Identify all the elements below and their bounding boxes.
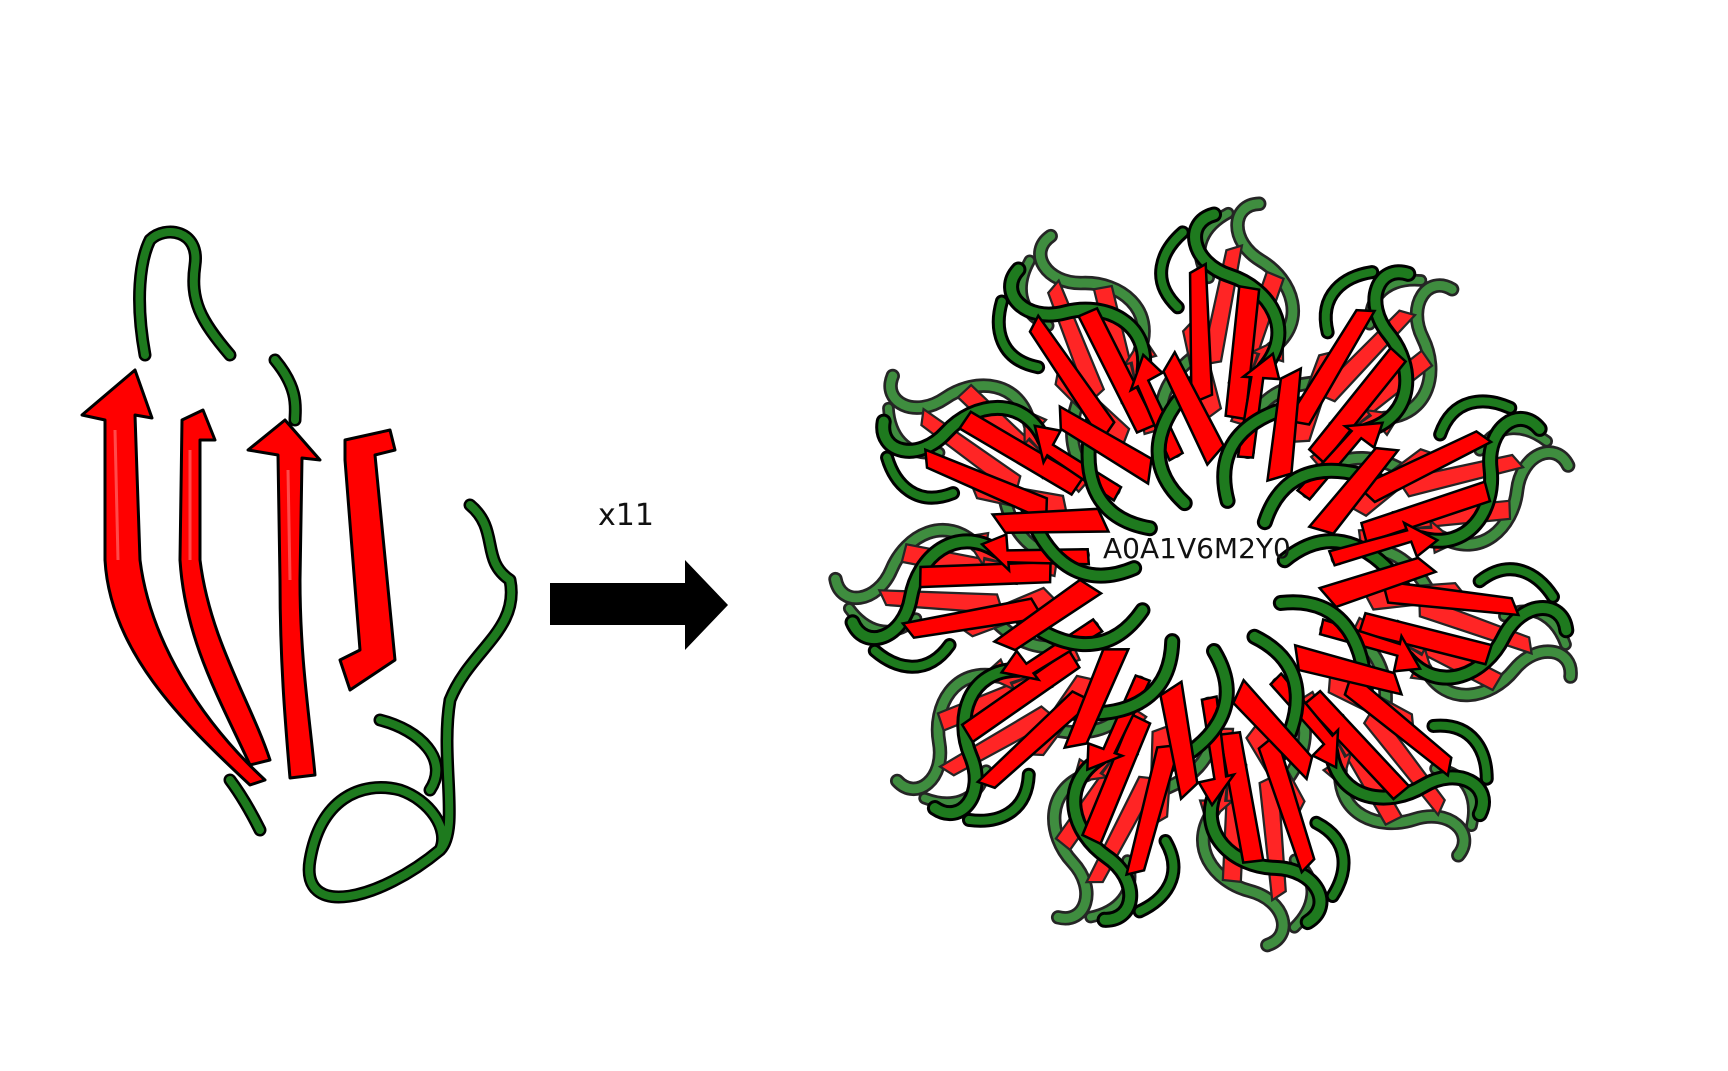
monomer-structure: [80, 225, 518, 904]
arrow-icon: [550, 560, 728, 650]
ring-assembly: [829, 191, 1589, 945]
multiplier-label: x11: [598, 498, 654, 533]
protein-id-label: A0A1V6M2Y0: [1103, 532, 1291, 565]
